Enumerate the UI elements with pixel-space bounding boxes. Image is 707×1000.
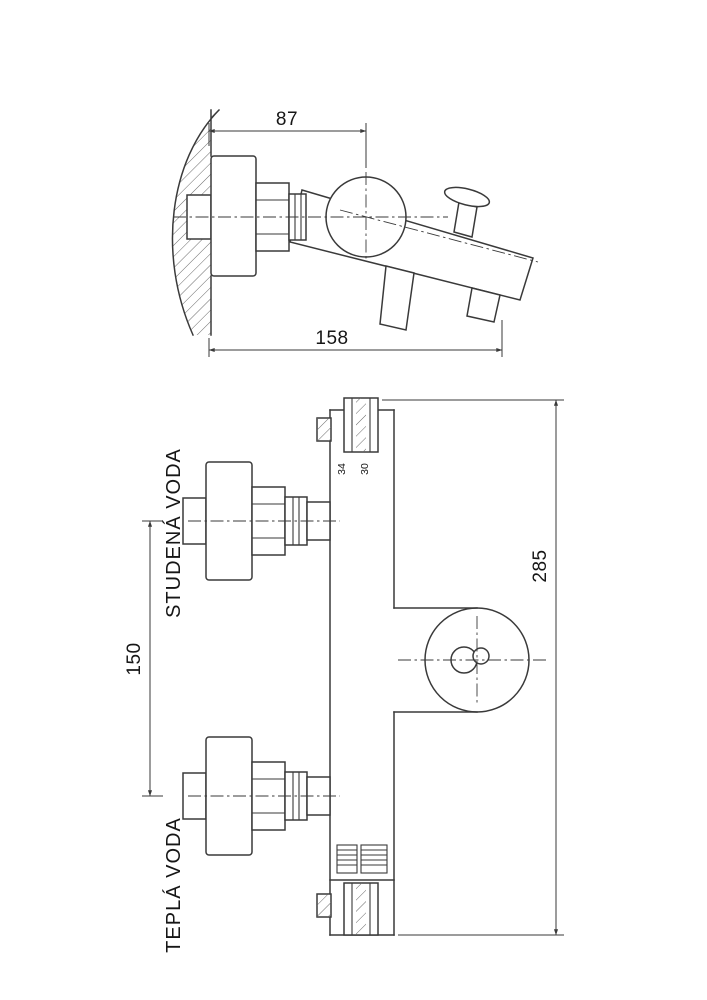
- thread-block-left: [336, 844, 358, 874]
- dim-30-label: 30: [359, 463, 371, 475]
- shower-outlet: [379, 265, 415, 331]
- dimension-158: 158: [208, 320, 503, 357]
- spout-outlet: [466, 287, 501, 323]
- bottom-screw: [316, 893, 332, 918]
- thread-block-right: [360, 844, 388, 874]
- top-screw: [316, 417, 332, 442]
- diverter-stem: [453, 201, 478, 238]
- wall-flange: [210, 155, 257, 277]
- dimension-285: 285: [382, 399, 564, 936]
- dim-34-label: 34: [336, 463, 348, 475]
- bottom-bracket-hatch: [356, 883, 366, 935]
- side-view: 87 158: [171, 108, 539, 357]
- dim-285-label: 285: [530, 549, 551, 582]
- bottom-screw-hatch: [317, 894, 331, 917]
- spout-axis-centerline: [339, 209, 539, 263]
- dim-158-label: 158: [315, 328, 348, 349]
- thread-detail: [329, 844, 395, 881]
- outlet-knob-small: [472, 647, 490, 665]
- top-screw-hatch: [317, 418, 331, 441]
- dim-150-label: 150: [124, 642, 145, 675]
- cold-water-label: STUDENÁ VODA: [162, 448, 185, 618]
- outlet-boss: [393, 607, 547, 713]
- mixer-body: [289, 186, 534, 331]
- dim-87-label: 87: [276, 109, 298, 130]
- wall-arc-edge: [171, 108, 221, 336]
- body-outline: [329, 409, 395, 936]
- dimension-87: 87: [208, 109, 367, 168]
- front-view: 34 30: [124, 397, 564, 953]
- top-bracket: [343, 397, 379, 453]
- diverter-cap: [443, 186, 491, 208]
- bottom-bracket: [343, 882, 379, 936]
- hot-connection: [182, 736, 340, 856]
- top-bracket-hatch: [356, 398, 366, 452]
- side-view-centerlines: [173, 172, 539, 263]
- hot-water-label: TEPLÁ VODA: [162, 817, 185, 953]
- cold-connection: [182, 461, 340, 581]
- dimension-150: 150: [124, 520, 163, 797]
- diverter-knob: [443, 186, 491, 238]
- thread-lines: [337, 849, 387, 866]
